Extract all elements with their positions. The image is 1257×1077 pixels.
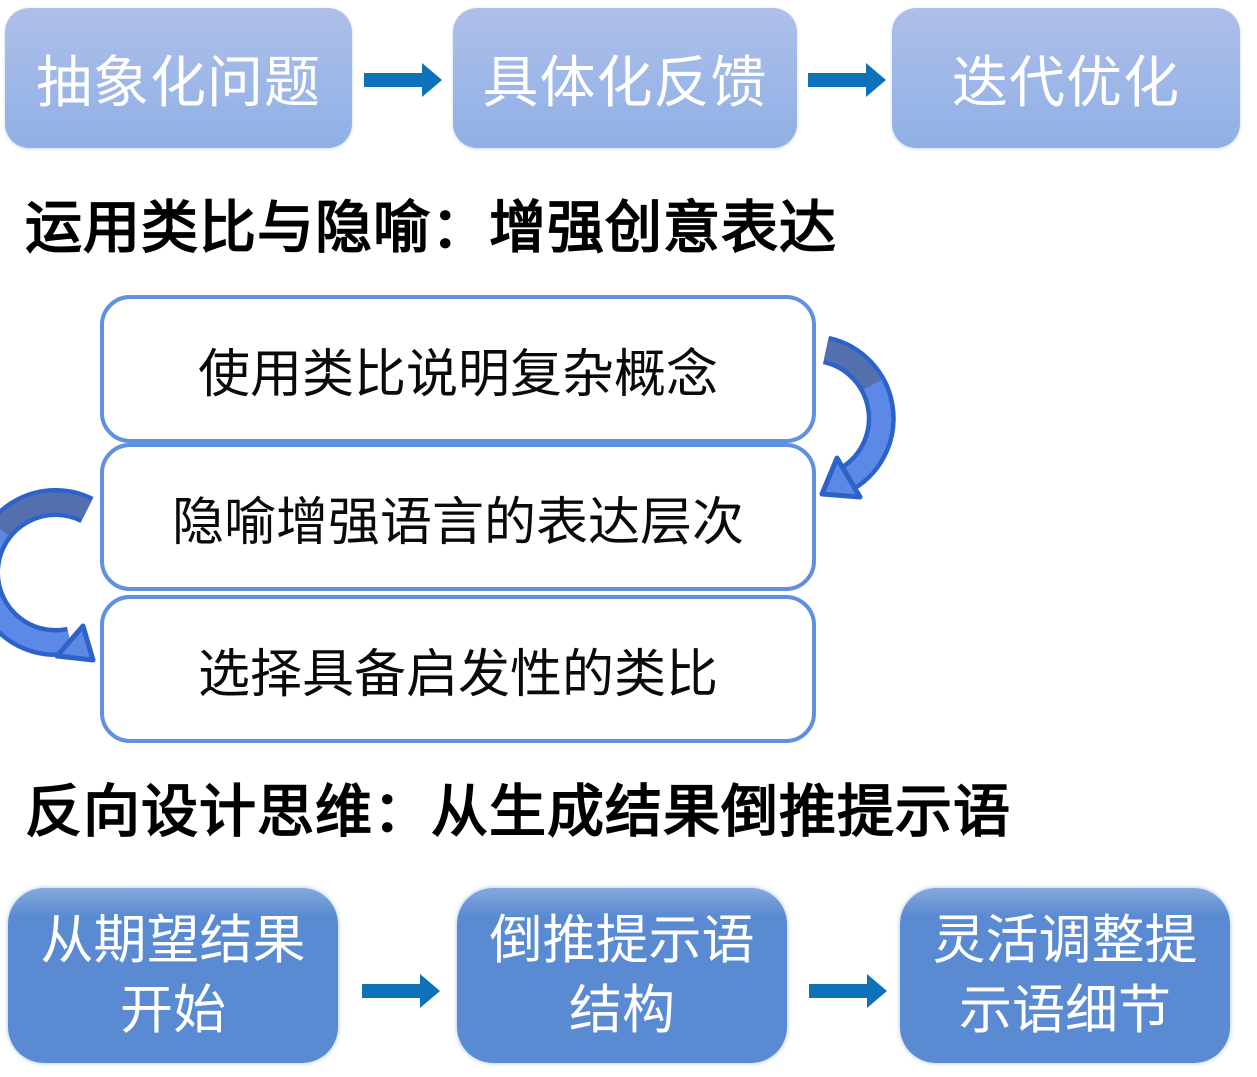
curved-arrow-down-left-icon — [819, 335, 896, 500]
curved-arrow-down-right-icon — [0, 488, 96, 663]
arrow-right-icon — [364, 63, 442, 97]
analogy-step-label: 使用类比说明复杂概念 — [197, 345, 718, 404]
analogy-step-label: 选择具备启发性的类比 — [197, 645, 718, 704]
analogy-step-label: 隐喻增强语言的表达层次 — [171, 493, 744, 552]
arrow-right-icon — [808, 63, 886, 97]
section-heading-analogy: 运用类比与隐喻：增强创意表达 — [25, 196, 837, 260]
reverse-step-label: 倒推提示语 结构 — [489, 910, 755, 1040]
top-flow-step-label: 具体化反馈 — [482, 50, 768, 114]
arrow-right-icon — [362, 974, 440, 1008]
top-flow-step-abstract: 抽象化问题 — [5, 8, 352, 148]
top-flow-step-label: 抽象化问题 — [36, 50, 321, 114]
reverse-step-label: 灵活调整提 示语细节 — [932, 910, 1198, 1040]
top-flow-step-iterate: 迭代优化 — [892, 8, 1240, 148]
reverse-step-derive-structure: 倒推提示语 结构 — [457, 888, 787, 1063]
reverse-step-start-from-result: 从期望结果 开始 — [8, 888, 338, 1063]
top-flow-step-feedback: 具体化反馈 — [453, 8, 797, 148]
reverse-step-label: 从期望结果 开始 — [40, 910, 306, 1040]
analogy-step-1: 使用类比说明复杂概念 — [100, 295, 816, 443]
arrow-right-icon — [809, 974, 887, 1008]
section-heading-reverse-design: 反向设计思维：从生成结果倒推提示语 — [25, 780, 1011, 844]
reverse-step-adjust-details: 灵活调整提 示语细节 — [900, 888, 1230, 1063]
analogy-step-2: 隐喻增强语言的表达层次 — [100, 443, 816, 591]
analogy-step-3: 选择具备启发性的类比 — [100, 595, 816, 743]
top-flow-step-label: 迭代优化 — [952, 50, 1180, 114]
